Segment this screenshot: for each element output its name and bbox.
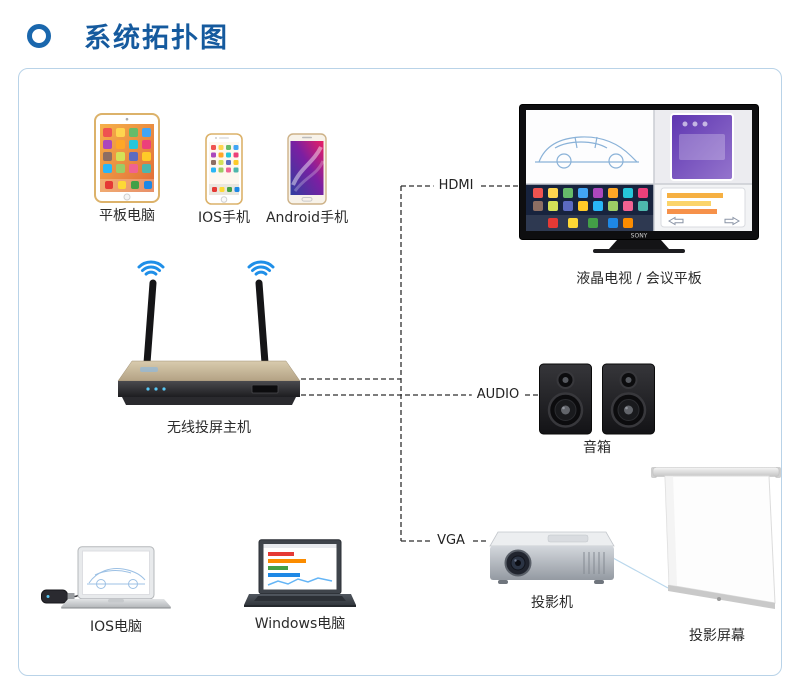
ios-phone-device: IOS手机 [195, 133, 253, 225]
ios-phone-speaker-slot [219, 137, 229, 139]
tv-app-grid [526, 188, 654, 231]
screen-bottom-bar [668, 585, 775, 609]
windows-computer-label: Windows电脑 [254, 616, 346, 632]
antenna-left [143, 279, 157, 367]
tablet-camera-dot [125, 117, 129, 121]
tv-device: SONY 液晶电视 / 会议平板 [519, 104, 759, 286]
tv-stand [609, 240, 669, 249]
tv-slide-card [660, 187, 746, 228]
car-sketch [87, 568, 146, 589]
projection-screen-icon [651, 467, 781, 609]
host-port [251, 384, 279, 394]
hdmi-label: HDMI [433, 178, 479, 194]
windows-laptop-icon [244, 539, 356, 607]
projector-vents [583, 552, 605, 574]
page-header: 系统拓扑图 [27, 16, 229, 55]
speaker-left [539, 363, 592, 435]
projection-screen-device: 投影屏幕 [649, 467, 785, 643]
ios-computer-label: IOS电脑 [89, 619, 143, 635]
wireless-host-device: 无线投屏主机 [114, 255, 304, 435]
projector-label: 投影机 [531, 595, 573, 611]
page-title: 系统拓扑图 [84, 23, 229, 54]
tablet-home-button [123, 193, 131, 201]
wireless-host-label: 无线投屏主机 [167, 420, 251, 436]
windows-computer-device: Windows电脑 [244, 539, 356, 631]
topology-panel: 平板电脑 IOS手机 [18, 68, 782, 676]
android-phone-speaker-slot [302, 136, 312, 139]
ios-phone-home-button [220, 196, 228, 203]
tv-phone-panel [670, 113, 734, 181]
speakers-label: 音箱 [583, 440, 611, 456]
android-phone-device: Android手机 [266, 133, 348, 225]
tablet-icon [94, 113, 160, 203]
macbook-icon [61, 546, 171, 609]
screen-pull-handle [717, 597, 721, 601]
ios-phone-camera-dot [215, 137, 217, 139]
speakers-device: 音箱 [539, 363, 655, 455]
audio-label: AUDIO [471, 387, 525, 403]
projector-device: 投影机 [488, 528, 616, 610]
android-phone-label: Android手机 [265, 210, 349, 226]
tv-icon: SONY [519, 104, 759, 253]
wireless-host-icon [117, 260, 301, 405]
projector-icon [489, 531, 615, 584]
projection-screen-label: 投影屏幕 [689, 628, 745, 644]
speaker-right [602, 363, 655, 435]
header-bullet-icon [27, 23, 51, 48]
ios-computer-device: IOS电脑 [61, 546, 171, 634]
speakers-icon [539, 363, 655, 435]
screen-surface [664, 475, 776, 604]
vga-label: VGA [432, 533, 470, 549]
tv-brand-text: SONY [631, 233, 648, 240]
tv-car-sketch [535, 136, 639, 169]
android-phone-home-button [301, 197, 313, 202]
laptop-keyboard [254, 596, 346, 601]
tablet-device: 平板电脑 [93, 113, 161, 223]
android-phone-icon [287, 133, 327, 205]
ios-phone-label: IOS手机 [197, 210, 251, 226]
screen-top-case [652, 467, 780, 477]
ios-phone-icon [205, 133, 243, 205]
antenna-right [255, 279, 269, 367]
host-logo [140, 367, 158, 372]
tablet-label: 平板电脑 [99, 208, 155, 224]
tv-label: 液晶电视 / 会议平板 [576, 271, 702, 287]
wifi-signal-icon [137, 260, 275, 276]
